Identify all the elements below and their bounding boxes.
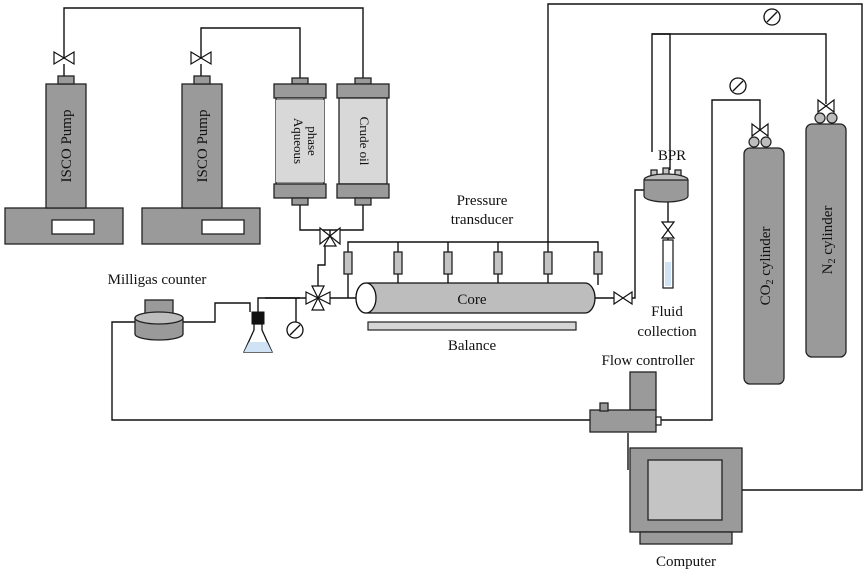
valve-icon: [751, 122, 769, 138]
co2-cylinder: CO2 cylinder: [743, 122, 785, 385]
milligas-counter: Milligas counter: [108, 272, 207, 341]
balance-label: Balance: [448, 338, 497, 354]
crude-oil-cell: Crude oil: [336, 77, 390, 206]
flow-controller: Flow controller: [589, 353, 695, 433]
balance: Balance: [367, 321, 577, 354]
crude-oil-label: Crude oil: [357, 117, 372, 166]
pipe-milligas-flowcontroller: [111, 321, 590, 421]
aqueous-phase-cell: Aqueous phase: [273, 77, 327, 206]
pipe-computer-signal: [547, 3, 863, 491]
pressure-transducer-label-1: Pressure: [457, 193, 508, 209]
n2-cylinder-label: N2 cylinder: [820, 206, 838, 275]
pipe-pump2-to-aqueous: [200, 27, 301, 78]
pressure-transducer-label-2: transducer: [451, 212, 513, 228]
inlet-valve-icon: [305, 285, 331, 311]
pressure-transducers: [343, 251, 603, 275]
isco-pump-1: ISCO Pump: [4, 50, 124, 245]
bpr-valve-icon: [660, 221, 676, 239]
computer: Computer: [629, 447, 743, 570]
computer-label: Computer: [656, 554, 716, 570]
core-holder: Core: [355, 282, 596, 314]
aqueous-label-1: Aqueous: [291, 118, 306, 164]
merge-valve-icon: [319, 226, 341, 247]
pipe-flask-inlet: [257, 297, 300, 312]
collection-flask: [242, 311, 274, 353]
milligas-counter-label: Milligas counter: [108, 272, 207, 288]
co2-cylinder-label: CO2 cylinder: [758, 227, 776, 306]
piping: [63, 3, 863, 491]
pipe-cells-merge: [299, 205, 364, 231]
valve-icon: [190, 50, 212, 76]
bpr-label: BPR: [658, 148, 686, 164]
flow-controller-label: Flow controller: [602, 353, 695, 369]
isco-pump-2-label: ISCO Pump: [195, 110, 211, 183]
pipe-to-inlet: [317, 244, 326, 292]
pipe-milligas-flask: [183, 302, 251, 323]
pipe-co2-flowcontroller: [660, 99, 761, 421]
aqueous-label-2: phase: [305, 126, 320, 156]
pressure-gauge-icon: [286, 321, 304, 339]
isco-pump-2: ISCO Pump: [141, 50, 261, 245]
fluid-collection-label-2: collection: [637, 324, 697, 340]
outlet-valve-icon: [613, 290, 633, 306]
valve-icon: [53, 50, 75, 76]
valve-icon: [817, 98, 835, 114]
pipe-outlet-bpr: [630, 189, 648, 299]
isco-pump-1-label: ISCO Pump: [59, 110, 75, 183]
pipe-pump1-to-crude: [63, 7, 364, 78]
bpr: BPR: [643, 148, 689, 203]
pressure-gauge-icon: [729, 77, 747, 95]
pressure-gauge-icon: [763, 8, 781, 26]
core-label: Core: [457, 292, 487, 308]
pipe-bpr-n2: [651, 33, 827, 152]
fluid-collection-label-1: Fluid: [651, 304, 683, 320]
n2-cylinder: N2 cylinder: [805, 98, 847, 358]
fluid-collection-tube: [662, 239, 674, 289]
